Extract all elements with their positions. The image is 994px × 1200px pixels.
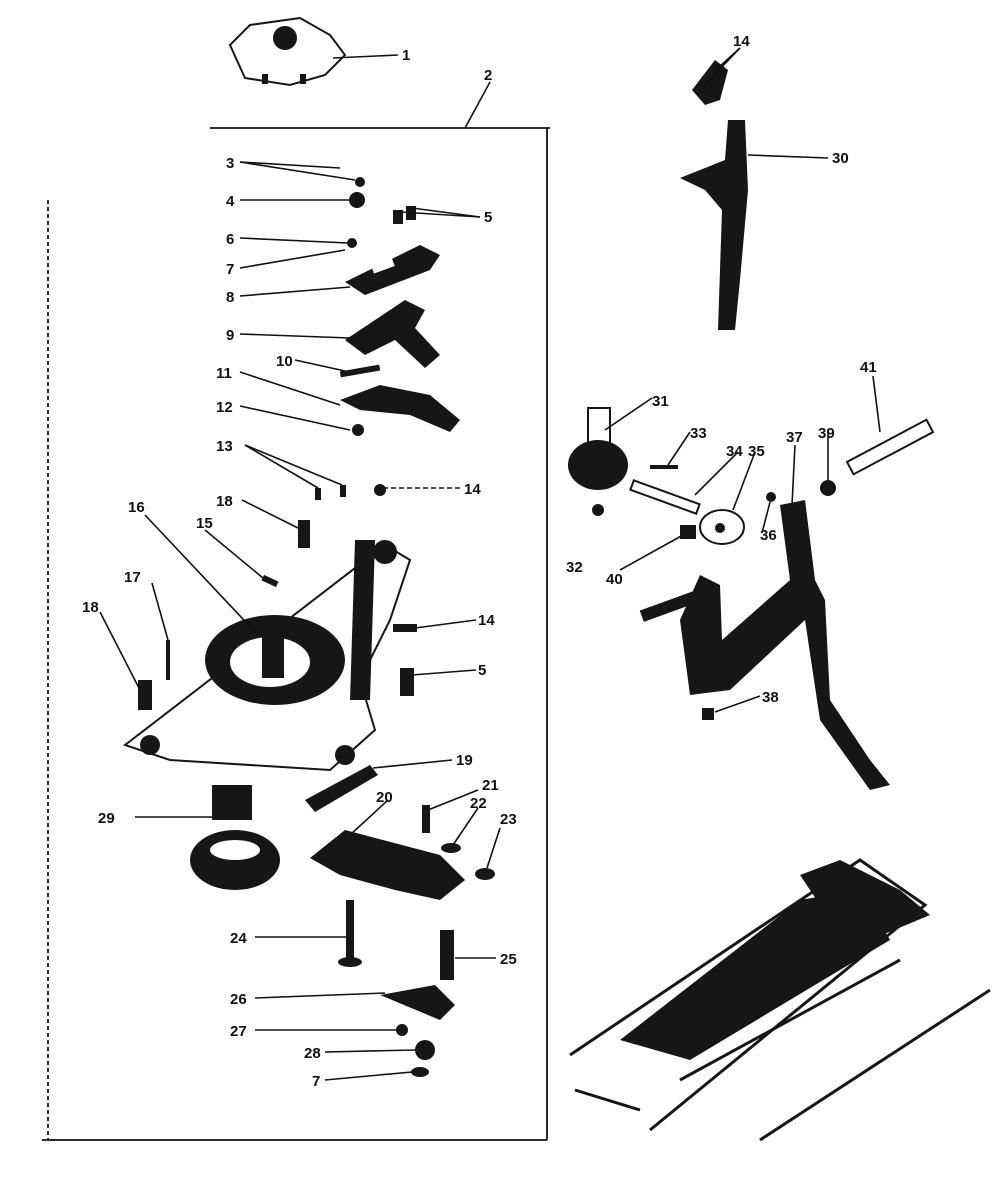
label-12: 12 [216, 399, 233, 416]
part-7-screw-bottom [411, 1067, 429, 1077]
label-36: 36 [760, 527, 777, 544]
part-34-shaft [629, 479, 701, 515]
part-21-screw [422, 805, 430, 833]
part-18-screw-left [138, 680, 152, 710]
label-30: 30 [832, 150, 849, 167]
label-25: 25 [500, 951, 517, 968]
label-6: 6 [226, 231, 234, 248]
part-14-screw-right [393, 624, 417, 632]
label-3: 3 [226, 155, 234, 172]
label-28: 28 [304, 1045, 321, 1062]
part-27-nut [396, 1024, 408, 1036]
label-23: 23 [500, 811, 517, 828]
part-17-pin [166, 640, 170, 680]
part-35-eccentric-disc [699, 509, 745, 545]
part-5-screw-right [400, 668, 414, 696]
label-14-right: 14 [478, 612, 495, 629]
label-14-top-right: 14 [733, 33, 750, 50]
part-8-plate [345, 245, 440, 295]
part-11-lever [340, 385, 460, 432]
label-14-mid: 14 [464, 481, 481, 498]
label-27: 27 [230, 1023, 247, 1040]
label-20: 20 [376, 789, 393, 806]
part-24-shaft [338, 900, 362, 967]
part-6-screw [347, 238, 357, 248]
label-37: 37 [786, 429, 803, 446]
part-15-spring [261, 574, 279, 588]
label-35: 35 [748, 443, 765, 460]
label-21: 21 [482, 777, 499, 794]
part-23-nut [475, 868, 495, 880]
label-4: 4 [226, 193, 235, 210]
part-9-lever [345, 300, 440, 368]
part-13-screws [315, 485, 346, 500]
label-7-lower: 7 [312, 1073, 320, 1090]
part-29-gear [190, 785, 280, 890]
part-38-screw [702, 708, 714, 720]
part-40-screw [680, 525, 696, 539]
label-16: 16 [128, 499, 145, 516]
label-31: 31 [652, 393, 669, 410]
part-19-link [305, 765, 378, 812]
part-37-presser-bracket [639, 500, 890, 790]
label-18-lower: 18 [82, 599, 99, 616]
label-5-upper: 5 [484, 209, 492, 226]
part-20-lever-plate [310, 830, 465, 900]
label-29: 29 [98, 810, 115, 827]
label-18-upper: 18 [216, 493, 233, 510]
label-32: 32 [566, 559, 583, 576]
part-25-stud [440, 930, 454, 980]
label-17: 17 [124, 569, 141, 586]
part-33-pin [650, 465, 678, 469]
part-3-screw [355, 177, 365, 187]
part-4-nut [349, 192, 365, 208]
part-16-triangular-base [122, 540, 412, 772]
leader-lines [99, 47, 881, 1081]
part-28-washer [415, 1040, 435, 1060]
part-41-pin [845, 418, 935, 476]
part-39-collar [820, 480, 836, 496]
label-34: 34 [726, 443, 743, 460]
label-9: 9 [226, 327, 234, 344]
label-24: 24 [230, 930, 247, 947]
part-26-link [380, 985, 455, 1020]
part-31-cam [568, 407, 628, 490]
label-2: 2 [484, 67, 492, 84]
label-40: 40 [606, 571, 623, 588]
part-1-top-gear [228, 16, 347, 87]
label-19: 19 [456, 752, 473, 769]
part-22-washer [441, 843, 461, 853]
label-5-lower: 5 [478, 662, 486, 679]
part-10-pin [339, 364, 381, 378]
label-41: 41 [860, 359, 877, 376]
inset-machine-view [569, 858, 991, 1142]
label-8: 8 [226, 289, 234, 306]
label-39: 39 [818, 425, 835, 442]
part-12-washer [352, 424, 364, 436]
callout-labels: 1 2 3 4 5 6 7 8 9 10 11 12 13 14 18 16 1… [82, 33, 877, 1090]
part-30-needle-bar-lever [680, 120, 748, 330]
label-10: 10 [276, 353, 293, 370]
label-38: 38 [762, 689, 779, 706]
label-15: 15 [196, 515, 213, 532]
label-26: 26 [230, 991, 247, 1008]
label-13: 13 [216, 438, 233, 455]
assembly-frame [42, 127, 550, 1141]
label-7-upper: 7 [226, 261, 234, 278]
part-32-screw [592, 504, 604, 516]
part-14-small-screw [374, 484, 386, 496]
label-11: 11 [216, 365, 232, 382]
label-33: 33 [690, 425, 707, 442]
label-1: 1 [402, 47, 410, 64]
part-18-screw-upper [298, 520, 310, 548]
label-22: 22 [470, 795, 487, 812]
part-36-screw [766, 492, 776, 502]
part-14-top-right [692, 60, 728, 105]
